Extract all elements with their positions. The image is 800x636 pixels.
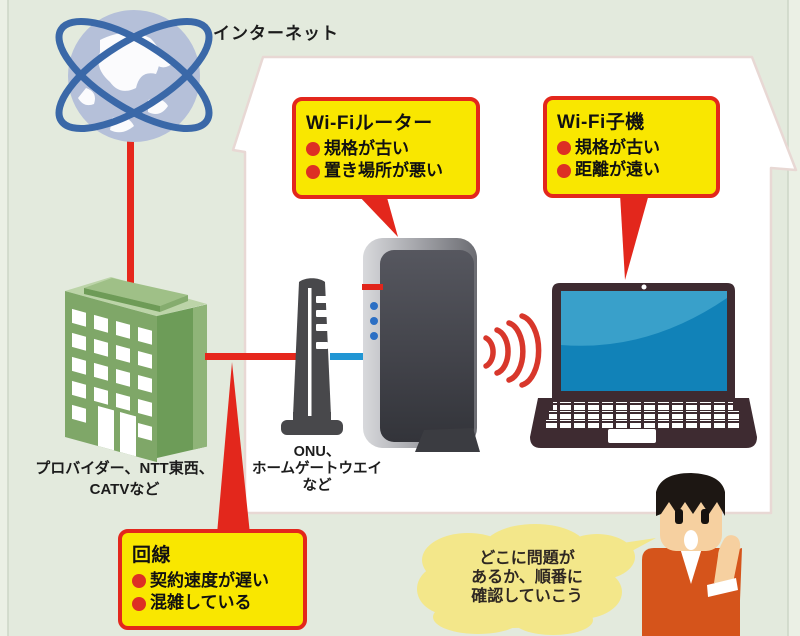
page-edge-left xyxy=(0,0,8,636)
bullet-icon xyxy=(132,574,146,589)
globe-icon xyxy=(55,10,213,142)
laptop-trackpad xyxy=(608,429,656,443)
callout-wifi-router: Wi-Fiルーター 規格が古い 置き場所が悪い xyxy=(292,97,480,199)
onu-label-line2: ホームゲートウエイ xyxy=(251,461,383,478)
callout-wifi-client: Wi-Fi子機 規格が古い 距離が遠い xyxy=(543,96,720,198)
router-stand xyxy=(415,428,480,452)
building-windows xyxy=(72,308,152,457)
callout-router-item-text: 置き場所が悪い xyxy=(324,161,443,181)
callout-router-title: Wi-Fiルーター xyxy=(306,113,433,134)
callout-router-item: 規格が古い xyxy=(306,138,466,160)
shirt-collar xyxy=(680,548,702,584)
bullet-icon xyxy=(557,163,571,178)
person-icon xyxy=(642,473,742,636)
callout-router-item: 置き場所が悪い xyxy=(306,160,466,182)
onu-led-lights xyxy=(316,296,328,349)
callout-client-item-text: 距離が遠い xyxy=(575,160,660,180)
screen-glare xyxy=(561,291,727,346)
callout-line-item: 契約速度が遅い xyxy=(132,570,293,592)
person-eyes xyxy=(675,509,709,524)
page-edge-right xyxy=(788,0,800,636)
provider-label-line2: CATVなど xyxy=(89,481,160,498)
sleeve-cuff xyxy=(707,578,738,597)
wifi-router-icon xyxy=(362,238,480,452)
onu-label: ONU、 ホームゲートウエイ など xyxy=(237,444,397,495)
person-hair xyxy=(656,473,725,516)
person-hand xyxy=(714,535,741,583)
callout-client-item-text: 規格が古い xyxy=(575,138,660,157)
callout-client-item: 距離が遠い xyxy=(557,159,706,181)
bullet-icon xyxy=(557,141,571,156)
wifi-signal-waves-icon xyxy=(483,313,542,388)
callout-line-item: 混雑している xyxy=(132,592,293,614)
speech-bubble-line2: あるか、順番に xyxy=(471,569,583,587)
internet-line xyxy=(127,128,134,286)
provider-label: プロバイダー、NTT東西、 CATVなど xyxy=(12,458,237,500)
callout-line: 回線 契約速度が遅い 混雑している xyxy=(118,529,307,630)
callout-line-item-text: 混雑している xyxy=(150,593,252,613)
speech-bubble-icon xyxy=(417,524,656,635)
onu-modem-icon xyxy=(281,278,343,435)
person-mouth xyxy=(684,530,698,550)
webcam-icon xyxy=(641,284,647,290)
onu-label-line1: ONU、 xyxy=(293,444,341,460)
bullet-icon xyxy=(132,596,146,611)
client-callout-tail xyxy=(620,194,649,280)
callout-router-item-text: 規格が古い xyxy=(324,139,409,158)
speech-bubble-line3: 確認していこう xyxy=(471,588,583,606)
provider-label-line1: プロバイダー、NTT東西、 xyxy=(35,460,214,477)
office-building-icon xyxy=(65,277,207,463)
speech-bubble-line1: どこに問題が xyxy=(479,550,575,567)
onu-label-line3: など xyxy=(302,478,332,495)
router-red-stripe xyxy=(362,284,383,290)
callout-line-item-text: 契約速度が遅い xyxy=(150,571,269,590)
laptop-keyboard xyxy=(546,402,742,428)
provider-to-onu-line xyxy=(205,353,300,360)
callout-line-title: 回線 xyxy=(132,545,172,566)
lan-cable-line xyxy=(330,353,372,360)
internet-label: インターネット xyxy=(213,24,339,43)
laptop-icon xyxy=(530,283,757,448)
callout-client-title: Wi-Fi子機 xyxy=(557,112,645,133)
line-callout-tail xyxy=(217,362,250,534)
router-callout-tail xyxy=(357,194,398,237)
bullet-icon xyxy=(306,164,320,179)
bullet-icon xyxy=(306,142,320,157)
router-led-lights xyxy=(370,302,378,340)
callout-client-item: 規格が古い xyxy=(557,137,706,159)
speech-bubble-text: どこに問題が あるか、順番に 確認していこう xyxy=(428,549,626,607)
